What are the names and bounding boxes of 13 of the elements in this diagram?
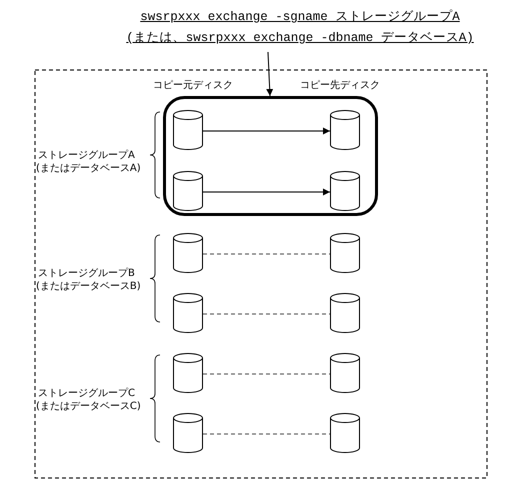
group-label: (またはデータベースC) (36, 400, 141, 413)
group-label: ストレージグループB (38, 266, 135, 280)
arrow (266, 52, 274, 96)
command-text: (または、swsrpxxx exchange -dbname データベースA) (126, 30, 474, 46)
column-heading: コピー先ディスク (300, 78, 380, 92)
group-label: ストレージグループC (38, 386, 135, 400)
group-label: (またはデータベースA) (36, 162, 141, 175)
arrow (202, 128, 330, 134)
arrow (202, 188, 330, 196)
group-label: (またはデータベースB) (36, 280, 141, 293)
command-text: swsrpxxx exchange -sgname ストレージグループA (140, 8, 460, 25)
group-label: ストレージグループA (38, 148, 135, 162)
column-heading: コピー元ディスク (153, 79, 233, 92)
